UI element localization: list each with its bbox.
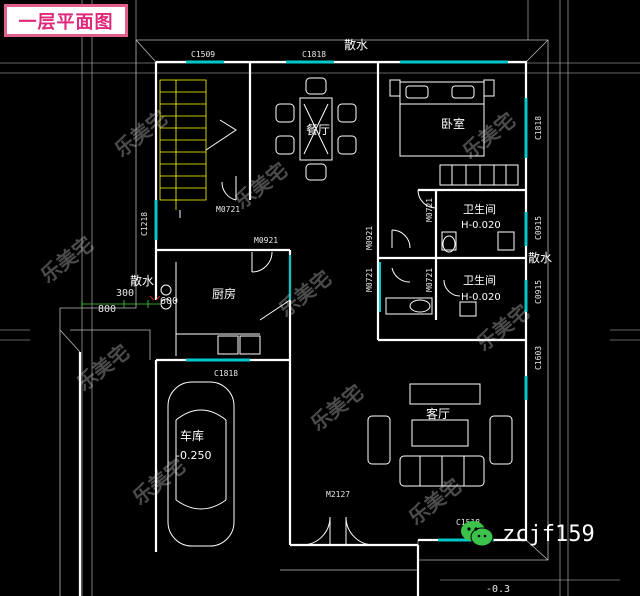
tag-m0721-c: M0721 [425, 198, 434, 222]
label-garage: 车库 [180, 428, 204, 443]
tag-c1818-right: C1818 [534, 116, 543, 140]
label-apron-top: 散水 [344, 37, 368, 52]
window-door-tags: C1509 C1818 C1818 C1518 M0721 M0921 M212… [98, 50, 510, 595]
door-leaves [289, 255, 381, 312]
dim-300: 300 [116, 288, 134, 299]
bed [389, 79, 495, 157]
tag-c1218: C1218 [140, 212, 149, 236]
staircase [159, 79, 207, 210]
dim-800: 800 [98, 304, 116, 315]
label-apron-right: 散水 [528, 250, 552, 265]
level-bottom: -0.3 [486, 584, 510, 595]
tag-c1818-top: C1818 [302, 50, 326, 59]
label-dining: 餐厅 [306, 122, 330, 137]
tag-m0921-b: M0921 [365, 226, 374, 250]
label-kitchen: 厨房 [212, 286, 236, 301]
tag-c1603: C1603 [534, 346, 543, 370]
stair-arrow [179, 119, 237, 218]
tag-m2127: M2127 [326, 490, 350, 499]
tag-c0915-b: C0915 [534, 280, 543, 304]
apron-outline [59, 39, 549, 596]
car [167, 381, 235, 547]
label-living: 客厅 [426, 406, 450, 421]
tag-c1509: C1509 [191, 50, 215, 59]
dim-600: 600 [160, 296, 178, 307]
door-swings [221, 176, 461, 546]
dimension-lines [81, 300, 160, 308]
label-bath2: 卫生间 [463, 273, 496, 287]
label-bath1: 卫生间 [463, 202, 496, 216]
dining-set [275, 77, 357, 181]
label-bath1-level: H-0.020 [461, 220, 501, 231]
wechat-icon [460, 520, 494, 548]
label-apron-left: 散水 [130, 273, 154, 288]
tag-m0721-d: M0721 [425, 268, 434, 292]
marker-ticks [149, 295, 161, 301]
vertical-tags: C1818 C0915 C0915 C1603 C1218 M0921 M072… [140, 116, 543, 370]
tag-m0721-b: M0721 [365, 268, 374, 292]
tag-m0921-a: M0921 [254, 236, 278, 245]
title-badge: 一层平面图 [4, 4, 128, 37]
label-bedroom: 卧室 [441, 116, 465, 131]
living-furniture [367, 383, 513, 487]
wechat-id: zcjf159 [502, 521, 595, 547]
bath-fixtures [385, 231, 515, 317]
windows [154, 60, 528, 542]
plan-title: 一层平面图 [18, 11, 114, 33]
tag-c0915-a: C0915 [534, 216, 543, 240]
room-labels: 餐厅 卧室 卫生间 H-0.020 卫生间 H-0.020 厨房 车库 -0.2… [130, 37, 552, 462]
wechat-contact: zcjf159 [460, 520, 595, 548]
wardrobe [439, 164, 519, 186]
tag-m0721-a: M0721 [216, 205, 240, 214]
label-garage-level: -0.250 [176, 449, 211, 462]
tag-c1818-mid: C1818 [214, 369, 238, 378]
label-bath2-level: H-0.020 [461, 292, 501, 303]
kitchen-counter [160, 262, 291, 356]
